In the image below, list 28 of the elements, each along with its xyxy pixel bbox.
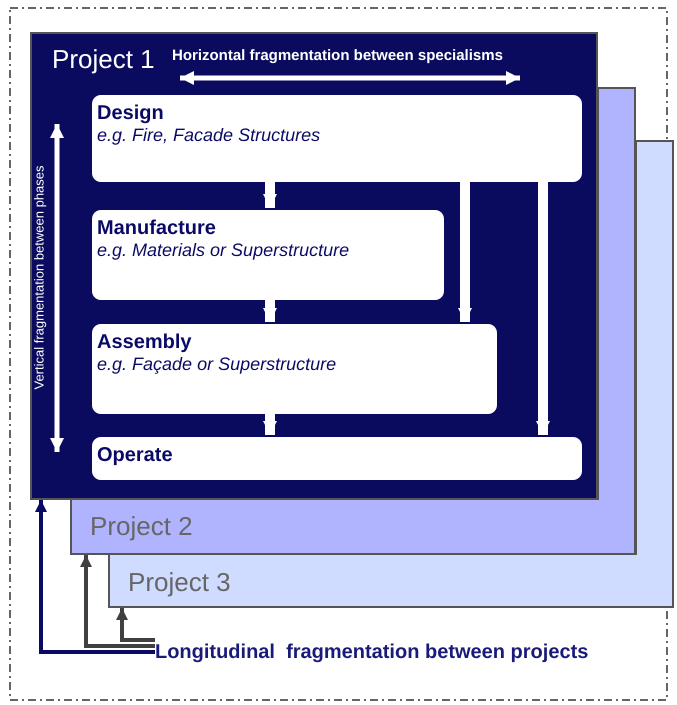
arrow [536, 180, 550, 435]
annotation-text: Longitudinal fragmentation between projects [155, 640, 588, 664]
axis-label: Vertical fragmentation between phases [32, 164, 46, 392]
phase-box [92, 437, 582, 480]
project-card [70, 500, 636, 555]
phase-box [92, 210, 444, 300]
axis-label: Horizontal fragmentation between specialisms [172, 47, 503, 64]
arrow [80, 555, 155, 648]
phase-example: e.g. Façade or Superstructure [97, 354, 338, 376]
phase-title: Manufacture [97, 216, 217, 240]
arrow [458, 180, 472, 322]
project-title: Project 1 [52, 46, 155, 72]
project-title: Project 3 [128, 569, 231, 595]
arrow [35, 500, 155, 654]
arrow [263, 180, 277, 208]
arrow [263, 412, 277, 435]
phase-box [92, 95, 582, 182]
phase-title: Operate [97, 443, 174, 467]
phase-title: Design [97, 101, 165, 125]
phase-box [92, 324, 497, 414]
phase-example: e.g. Fire, Facade Structures [97, 125, 322, 147]
phase-title: Assembly [97, 330, 192, 354]
project-card [30, 32, 598, 500]
project-title: Project 2 [90, 513, 193, 539]
phase-example: e.g. Materials or Superstructure [97, 240, 350, 262]
arrow [263, 298, 277, 322]
arrow [116, 608, 155, 642]
project-card [108, 555, 674, 608]
